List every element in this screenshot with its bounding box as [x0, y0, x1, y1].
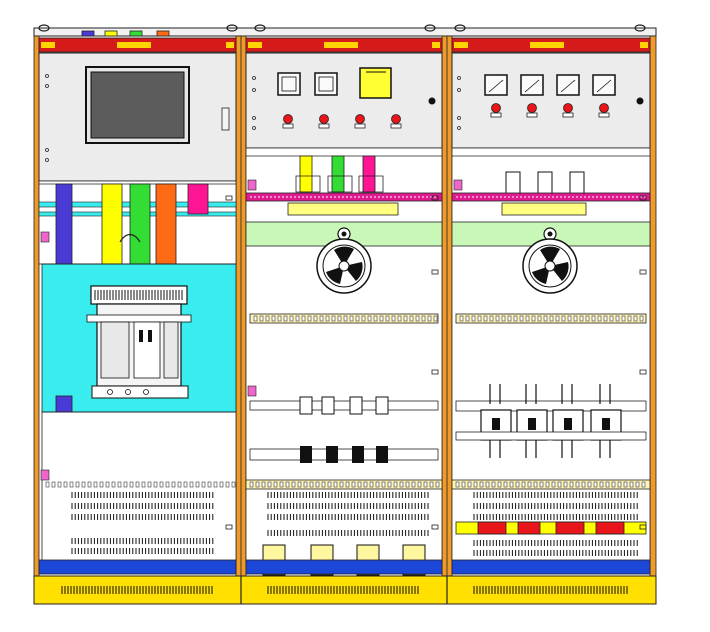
ventilation-grilles [45, 315, 646, 556]
frame-holes [225, 195, 647, 530]
door-lock [428, 97, 436, 105]
top-cap [33, 27, 657, 37]
air-circuit-breaker [86, 285, 192, 399]
neutral-busbar [455, 521, 647, 535]
panel-screws [45, 74, 461, 162]
cabinet-3-interior [451, 147, 651, 569]
base-channel [38, 559, 651, 575]
cabinet-frames [33, 35, 657, 582]
header-bars [38, 37, 651, 53]
feeder-breakers [455, 384, 647, 458]
door-lock [636, 97, 644, 105]
door-handle [221, 107, 230, 131]
indicator-lamps [282, 103, 610, 129]
busbar-pe [187, 183, 209, 215]
frame-clips [40, 179, 463, 481]
panel-meters [277, 67, 616, 99]
busbar-l3 [155, 183, 177, 265]
cooling-fan [316, 238, 372, 294]
cooling-fan [522, 238, 578, 294]
cabinet-1-interior [38, 180, 237, 572]
phase-markers [81, 30, 170, 37]
plinth [33, 575, 657, 605]
lifting-eyes [38, 24, 646, 32]
hmi-touchscreen [85, 66, 190, 144]
busbar-l1 [101, 183, 123, 265]
cabinet-2-interior [245, 147, 443, 576]
busbar-l2 [129, 183, 151, 265]
